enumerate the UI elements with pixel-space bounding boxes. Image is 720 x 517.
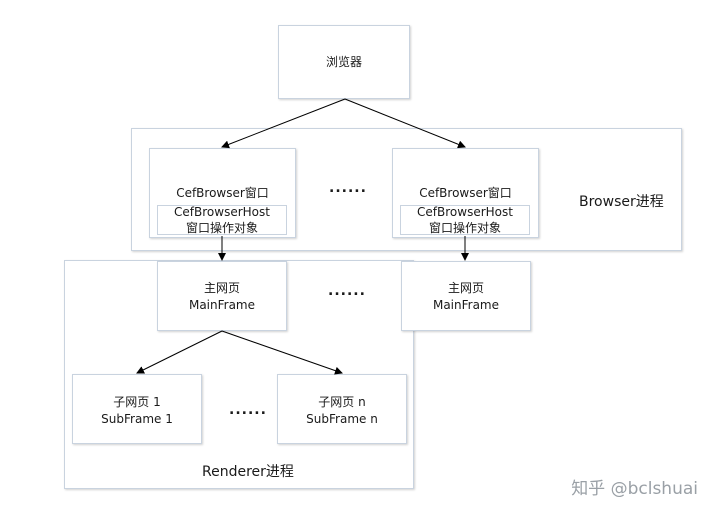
- main-frame-english-label: MainFrame: [432, 298, 500, 312]
- sub-frame-n-node: 子网页 n SubFrame n: [277, 374, 407, 444]
- main-frame-node: 主网页 MainFrame: [157, 261, 287, 331]
- browser-node: 浏览器: [278, 25, 410, 99]
- cef-browser-host-label: CefBrowserHost: [417, 205, 513, 219]
- cef-browser-window-label: CefBrowser窗口: [176, 186, 269, 200]
- sub-frame-n-label: 子网页 n: [318, 395, 366, 409]
- main-frame-label: 主网页: [203, 281, 240, 295]
- browser-label: 浏览器: [325, 55, 362, 69]
- main-frame-ellipsis: ......: [328, 283, 366, 299]
- browser-window-ellipsis: ......: [329, 180, 367, 196]
- window-operation-object-label: 窗口操作对象: [185, 221, 258, 235]
- browser-process-label: Browser进程: [579, 194, 664, 210]
- main-frame-label: 主网页: [447, 281, 484, 295]
- main-frame-english-label: MainFrame: [188, 298, 256, 312]
- cef-browser-host-left: CefBrowserHost 窗口操作对象: [157, 205, 287, 235]
- sub-frame-ellipsis: ......: [229, 402, 267, 418]
- sub-frame-n-english-label: SubFrame n: [306, 412, 378, 426]
- cef-browser-host-right: CefBrowserHost 窗口操作对象: [400, 205, 530, 235]
- watermark: 知乎 @bclshuai: [571, 479, 698, 499]
- sub-frame-1-english-label: SubFrame 1: [101, 412, 173, 426]
- window-operation-object-label: 窗口操作对象: [428, 221, 501, 235]
- cef-browser-window-label: CefBrowser窗口: [419, 186, 512, 200]
- sub-frame-1-label: 子网页 1: [113, 395, 161, 409]
- sub-frame-1-node: 子网页 1 SubFrame 1: [72, 374, 202, 444]
- main-frame-node-right: 主网页 MainFrame: [401, 261, 531, 331]
- cef-browser-host-label: CefBrowserHost: [174, 205, 270, 219]
- renderer-process-label: Renderer进程: [202, 464, 294, 480]
- cropped-top-text: ▬▬▬▬▬: [140, 0, 255, 4]
